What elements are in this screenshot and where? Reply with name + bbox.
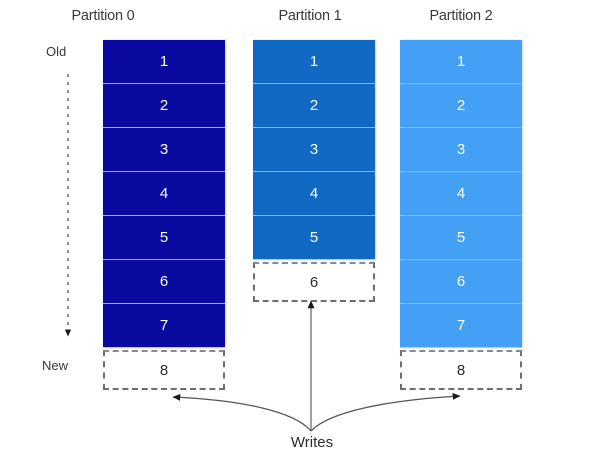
log-cell: 4	[253, 172, 375, 216]
partition-0-pending-cell: 8	[103, 350, 225, 390]
log-cell-label: 6	[159, 273, 169, 290]
writes-label: Writes	[290, 434, 334, 451]
pending-cell-label: 6	[309, 273, 319, 291]
log-cell: 2	[103, 84, 225, 128]
partition-2-pending-cell: 8	[400, 350, 522, 390]
log-cell: 6	[103, 260, 225, 304]
log-cell-label: 4	[456, 185, 466, 202]
partition-1-pending-cell: 6	[253, 262, 375, 302]
log-cell-label: 1	[309, 53, 319, 70]
log-cell-label: 7	[159, 317, 169, 334]
partition-2-header: Partition 2	[429, 8, 493, 24]
log-cell: 1	[253, 40, 375, 84]
log-cell-label: 2	[309, 97, 319, 114]
log-cell: 3	[253, 128, 375, 172]
log-cell-label: 2	[456, 97, 466, 114]
axis-label-new: New	[42, 358, 69, 373]
log-cell: 5	[400, 216, 522, 260]
log-cell: 7	[400, 304, 522, 348]
partition-0-header: Partition 0	[71, 8, 135, 24]
log-cell-label: 1	[456, 53, 466, 70]
log-cell-label: 5	[309, 229, 319, 246]
log-cell-label: 5	[456, 229, 466, 246]
log-cell: 2	[400, 84, 522, 128]
pending-cell-label: 8	[456, 361, 466, 379]
log-cell: 4	[103, 172, 225, 216]
log-cell: 1	[103, 40, 225, 84]
partition-1-header: Partition 1	[278, 8, 342, 24]
log-cell-label: 3	[159, 141, 169, 158]
log-cell: 3	[400, 128, 522, 172]
writes-to-partition-0-arrow	[172, 393, 312, 432]
partition-1-stack: 1 2 3 4 5	[253, 40, 375, 260]
partition-0-stack: 1 2 3 4 5 6 7	[103, 40, 225, 348]
log-cell-label: 2	[159, 97, 169, 114]
log-cell-label: 7	[456, 317, 466, 334]
log-cell-label: 5	[159, 229, 169, 246]
log-cell: 4	[400, 172, 522, 216]
log-cell-label: 6	[456, 273, 466, 290]
log-cell: 5	[103, 216, 225, 260]
writes-to-partition-2-arrow	[310, 392, 461, 432]
partition-2-stack: 1 2 3 4 5 6 7	[400, 40, 522, 348]
log-cell-label: 4	[159, 185, 169, 202]
log-cell-label: 4	[309, 185, 319, 202]
log-cell-label: 1	[159, 53, 169, 70]
log-cell: 3	[103, 128, 225, 172]
log-cell-label: 3	[309, 141, 319, 158]
log-cell: 5	[253, 216, 375, 260]
log-cell: 1	[400, 40, 522, 84]
log-cell: 7	[103, 304, 225, 348]
log-cell-label: 3	[456, 141, 466, 158]
log-cell: 2	[253, 84, 375, 128]
pending-cell-label: 8	[159, 361, 169, 379]
axis-label-old: Old	[46, 44, 67, 59]
log-cell: 6	[400, 260, 522, 304]
